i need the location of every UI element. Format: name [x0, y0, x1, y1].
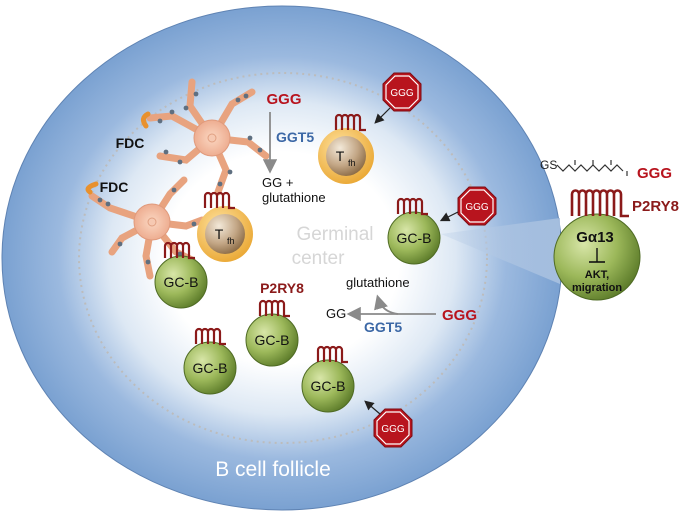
- fdc-cell-top: [140, 78, 270, 196]
- gc-b-cell-right: GC-B: [387, 197, 441, 265]
- ggg-stop-sign-top: GGG: [382, 72, 422, 112]
- tfh-cell-top: T fh: [318, 113, 374, 184]
- center-label: center: [292, 248, 345, 269]
- stop-sign-text: GGG: [390, 88, 414, 99]
- gc-b-label: GC-B: [397, 230, 432, 246]
- p2ry8-label-mid: P2RY8: [260, 280, 304, 296]
- gc-b-cell-left: GC-B: [154, 241, 208, 309]
- germinal-center-boundary: [78, 72, 488, 444]
- gc-b-cell-center: GC-B: [245, 299, 299, 367]
- germinal-label: Germinal: [296, 224, 373, 245]
- arrow-stop-to-gcb-bottom: [364, 400, 381, 415]
- arrow-stop-to-tfh: [374, 107, 391, 124]
- gg-label-mid: GG: [326, 306, 346, 321]
- tfh-sub: fh: [227, 236, 235, 246]
- follicle-label: B cell follicle: [215, 458, 331, 481]
- ggg-label-top: GGG: [266, 91, 301, 108]
- inset-p2ry8-label: P2RY8: [632, 198, 679, 215]
- gc-b-label: GC-B: [164, 274, 199, 290]
- tfh-sub: fh: [348, 158, 356, 168]
- ggg-molecule: GS GGG: [540, 158, 672, 182]
- gc-b-cell-lower-right: GC-B: [301, 345, 355, 413]
- gc-b-label: GC-B: [255, 332, 290, 348]
- gc-b-label: GC-B: [193, 360, 228, 376]
- tfh-cell-mid: T fh: [197, 191, 253, 262]
- tfh-label: T: [215, 226, 224, 242]
- inset-gc-b-cell: P2RY8 Gα13 AKT, migration: [553, 189, 679, 301]
- inset-gs-label: GS: [540, 158, 557, 172]
- zoom-beam: [441, 218, 560, 284]
- fdc-label-mid: FDC: [100, 179, 129, 195]
- ggg-stop-sign-bottom: GGG: [373, 408, 413, 448]
- glutathione-label-top: glutathione: [262, 190, 326, 205]
- arrow-stop-to-gcb: [439, 211, 459, 222]
- ggt5-label-mid: GGT5: [364, 319, 402, 335]
- glutathione-label-mid: glutathione: [346, 275, 410, 290]
- stop-sign-text: GGG: [465, 202, 489, 213]
- gc-b-label: GC-B: [311, 378, 346, 394]
- tfh-label: T: [336, 148, 345, 164]
- fdc-label-top: FDC: [116, 135, 145, 151]
- inset-akt-label: AKT,: [585, 269, 609, 281]
- b-cell-follicle: [1, 5, 563, 511]
- inset-galpha-label: Gα13: [576, 229, 614, 246]
- inset-ggg-label: GGG: [637, 165, 672, 182]
- gc-b-cell-lower-left: GC-B: [183, 327, 237, 395]
- inset-migration-label: migration: [572, 282, 622, 294]
- ggg-label-mid: GGG: [442, 307, 477, 324]
- stop-sign-text: GGG: [381, 424, 405, 435]
- ggg-stop-sign-right: GGG: [457, 186, 497, 226]
- gg-plus-label: GG +: [262, 175, 293, 190]
- ggt5-label-top: GGT5: [276, 129, 314, 145]
